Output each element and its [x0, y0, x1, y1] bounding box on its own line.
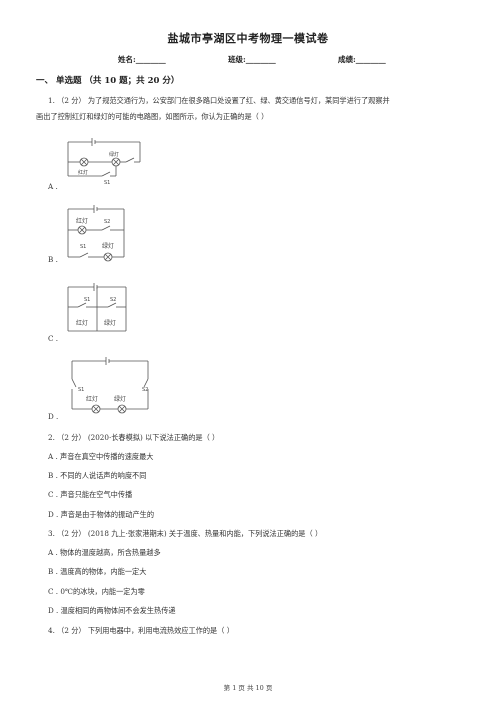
a-red-label: 红灯 [78, 169, 88, 176]
d-red-label: 红灯 [86, 395, 98, 403]
q2-option-d[interactable]: D . 声音是由于物体的振动产生的 [48, 510, 155, 519]
c-red-label: 红灯 [76, 319, 88, 327]
circuit-c: S1 S2 红灯 绿灯 [67, 283, 127, 332]
b-s2-label: S2 [104, 219, 110, 225]
q3-option-b[interactable]: B . 温度高的物体，内能一定大 [48, 567, 147, 576]
q3-option-d[interactable]: D . 温度相同的两物体间不会发生热传递 [48, 606, 176, 615]
name-field: 姓名:________ [118, 55, 166, 64]
page-title: 盐城市亭湖区中考物理一模试卷 [167, 32, 329, 45]
a-s1-label: S1 [104, 180, 110, 186]
c-s2-label: S2 [110, 297, 116, 303]
q2-stem: 2. （2 分） (2020·长春模拟) 以下说法正确的是（ ） [48, 433, 220, 442]
d-s2-label: S2 [142, 387, 148, 393]
score-field: 成绩:________ [338, 55, 386, 64]
b-red-label: 红灯 [76, 217, 88, 225]
q1-option-c[interactable]: C . [48, 334, 59, 343]
c-s1-label: S1 [84, 297, 90, 303]
d-green-label: 绿灯 [114, 395, 126, 403]
q1-stem-line2: 画出了控制红灯和绿灯的可能的电路图，如图所示，你认为正确的是（ ） [36, 112, 269, 121]
q3-option-a[interactable]: A . 物体的温度越高，所含热量越多 [48, 548, 161, 557]
b-s1-label: S1 [80, 244, 86, 250]
circuit-b: 红灯 S2 S1 绿灯 [67, 205, 125, 262]
circuit-d: S1 S2 红灯 绿灯 [71, 357, 149, 414]
b-green-label: 绿灯 [102, 242, 114, 250]
d-s1-label: S1 [78, 387, 84, 393]
q1-option-b[interactable]: B . [48, 255, 58, 264]
q2-option-c[interactable]: C . 声音只能在空气中传播 [48, 490, 133, 499]
class-field: 班级:________ [228, 55, 276, 64]
q1-stem-line1: 1. （2 分） 为了规范交通行为，公安部门在很多路口处设置了红、绿、黄交通信号… [48, 96, 390, 105]
page-footer: 第 1 页 共 10 页 [223, 684, 273, 692]
section-heading: 一、 单选题 （共 10 题；共 20 分） [36, 76, 180, 86]
q3-stem: 3. （2 分） (2018 九上·张家港期末) 关于温度、热量和内能，下列说法… [48, 529, 323, 538]
q1-option-a[interactable]: A . [48, 182, 58, 191]
q1-option-d[interactable]: D . [48, 412, 59, 421]
circuit-a: 绿灯 红灯 S1 [67, 138, 141, 186]
c-green-label: 绿灯 [104, 319, 116, 327]
q3-option-c[interactable]: C . 0℃的冰块，内能一定为零 [48, 587, 145, 596]
a-green-label: 绿灯 [109, 151, 119, 158]
q2-option-b[interactable]: B . 不同的人说话声的响度不同 [48, 471, 147, 480]
q4-stem: 4. （2 分） 下列用电器中，利用电流热效应工作的是（ ） [48, 626, 234, 635]
q2-option-a[interactable]: A . 声音在真空中传播的速度最大 [48, 452, 154, 461]
